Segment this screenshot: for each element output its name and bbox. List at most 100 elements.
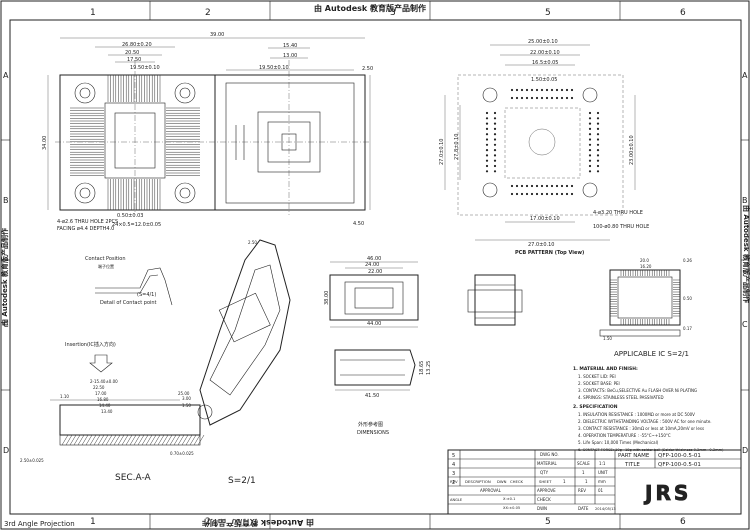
dim-top-7: 13.00 [283, 53, 297, 59]
watermark-top: 由 Autodesk 教育版产品制作 [314, 3, 426, 13]
contact-detail-view: Contact Position 端子位置 Detail of Contact … [65, 256, 173, 373]
dim-top-5: 19.50±0.10 [130, 65, 160, 71]
pcb-pad [493, 117, 497, 120]
sec-dim-7: 1.10 [60, 394, 69, 399]
pcb-pad [560, 88, 564, 92]
socket-top-view: 39.00 26.80±0.20 20.50 17.50 19.50±0.10 … [42, 32, 373, 232]
pcb-hole-2: 100-ø0.80 THRU HOLE [593, 224, 649, 230]
ic-dim-3: 0.26 [683, 258, 692, 263]
pcb-pad [588, 138, 592, 141]
pcb-pad [565, 192, 569, 196]
pcb-pad [530, 88, 534, 92]
rev-marker-3: 3 [452, 471, 455, 477]
pcb-pad [493, 143, 497, 146]
row-label-b: B [3, 196, 9, 205]
pcb-pad [485, 117, 489, 120]
pcb-pad [596, 122, 600, 125]
hole-note-2: FACING ø4.4 DEPTH4.0 [57, 226, 114, 232]
pin-line [93, 434, 101, 446]
pcb-pad [545, 192, 549, 196]
dim-top-11: 0.50±0.03 [117, 213, 143, 219]
pcb-dim-7: 23.00±0.10 [629, 135, 635, 165]
dim-top-10: 34.00 [42, 136, 48, 150]
rev-hdr-desc: DESCRIPTION [465, 479, 491, 484]
pin-line [165, 434, 173, 446]
pcb-pad [485, 170, 489, 173]
pcb-dim-8: 27.8±0.10 [454, 134, 460, 160]
pcb-pad [493, 133, 497, 136]
material-title: 1. MATERIAL AND FINISH: [573, 366, 638, 372]
sheet-label: SHEET [539, 479, 552, 484]
side-dim-4: 44.00 [367, 321, 381, 327]
pcb-pad [596, 133, 600, 136]
material-3: 3. CONTACTS: BeCu,SELECTIVE Au FLASH OVE… [578, 388, 697, 393]
contact-scale: (S=4/1) [137, 292, 156, 298]
pcb-pad [510, 96, 514, 100]
contact-label-3: Detail of Contact point [100, 300, 157, 306]
pcb-pad [520, 184, 524, 188]
pcb-pad [596, 111, 600, 115]
pcb-pad [493, 170, 497, 173]
pcb-pad [596, 117, 600, 120]
side-dim-1: 24.00 [365, 262, 379, 268]
spec-1: 1. INSULATION RESISTANCE : 1000MΩ or mor… [578, 412, 695, 417]
sec-dim-11: 25.00 [178, 391, 190, 396]
pin-line [125, 434, 133, 446]
pcb-pad [545, 96, 549, 100]
pcb-pad [530, 192, 534, 196]
pcb-pad [588, 149, 592, 152]
col-label-5: 5 [545, 8, 551, 18]
watermark-bottom: 由 Autodesk 教育版产品制作 [202, 518, 314, 528]
material-4: 4. SPRINGS: STAINLESS STEEL PASSIVATED [578, 395, 664, 400]
pcb-dim-4: 1.50±0.05 [531, 77, 557, 83]
sec-note-1: 2.50±0.025 [20, 458, 44, 463]
pin-line [101, 434, 109, 446]
pcb-pad [545, 184, 549, 188]
sec-note-2: 0.70±0.025 [170, 451, 194, 456]
pin-line [97, 434, 105, 446]
dim-top-3: 20.50 [125, 50, 139, 56]
col-label-bottom-5: 5 [545, 517, 551, 527]
dim-top-9: 2.50 [362, 66, 373, 72]
pcb-pad [493, 127, 497, 130]
pcb-pad [555, 192, 559, 196]
dim-top-12: 24×0.5=12.0±0.05 [112, 222, 161, 228]
pcb-pad [535, 96, 539, 100]
pcb-dim-2: 22.00±0.10 [530, 50, 560, 56]
date-value: 2014/05/13 [595, 507, 616, 511]
row-label-c: C [3, 320, 9, 329]
pin-line [169, 434, 177, 446]
dim-top-13: 4.50 [353, 221, 364, 227]
pcb-pad [525, 96, 529, 100]
pcb-dim-1: 25.00±0.10 [528, 39, 558, 45]
pcb-pad [485, 143, 489, 146]
right-side-view [467, 274, 523, 326]
part-name-value: QFP-100-0.5-01 [658, 453, 701, 459]
pcb-pad [485, 164, 489, 168]
qty-value: 1 [582, 470, 585, 475]
pcb-pad [555, 88, 559, 92]
pcb-pad [493, 149, 497, 152]
section-scale: S=2/1 [228, 476, 256, 486]
pcb-pad [485, 122, 489, 125]
pcb-pad [560, 192, 564, 196]
pcb-pad [596, 143, 600, 146]
title-block: 5 4 3 2 DWG NO. MATERIAL SCALE 1:1 QTY 1… [447, 449, 742, 515]
pcb-pad [530, 184, 534, 188]
rev-marker-4: 4 [452, 462, 455, 468]
pcb-pad [520, 192, 524, 196]
row-markers: A B C D A B C D [1, 71, 749, 455]
pcb-pad [535, 88, 539, 92]
sec-dim-4: 14.40 [99, 403, 111, 408]
pin-line [145, 434, 153, 446]
pin-line [117, 434, 125, 446]
pcb-pad [588, 127, 592, 130]
date-label: DATE [578, 506, 589, 511]
pcb-pad [550, 88, 554, 92]
pcb-pad [493, 159, 497, 162]
pcb-pad [570, 96, 574, 100]
pcb-pad [588, 111, 592, 115]
sec-dim-2: 17.00 [95, 391, 107, 396]
side-dim-6: 18.65 [419, 361, 425, 375]
